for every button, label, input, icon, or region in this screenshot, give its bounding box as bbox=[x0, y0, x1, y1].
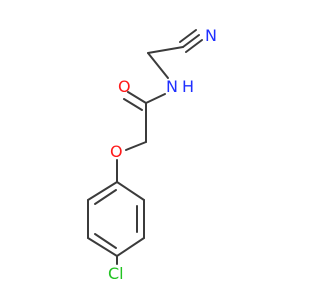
molecule-diagram: N O N H O Cl bbox=[87, 26, 217, 283]
structure-canvas: N O N H O Cl bbox=[87, 26, 217, 283]
ether-oxygen-label: O bbox=[110, 142, 123, 161]
chlorine-label: Cl bbox=[108, 264, 124, 283]
bond-n-carbonyl bbox=[145, 93, 166, 104]
nitrile-bond-2 bbox=[182, 34, 200, 48]
bond-ch2-ether-o bbox=[125, 141, 147, 151]
ring-bond-1 bbox=[116, 181, 145, 201]
bond-ch2-n bbox=[147, 52, 169, 79]
bond-carbonyl-o-1 bbox=[127, 91, 147, 104]
amide-nitrogen-label: N bbox=[166, 77, 178, 96]
bond-carbonyl-o-2 bbox=[123, 98, 143, 111]
ring-inner-bond-2 bbox=[94, 233, 117, 249]
ring-bond-6 bbox=[87, 181, 118, 201]
ring-inner-bond-3 bbox=[94, 189, 117, 205]
nitrile-nitrogen-label: N bbox=[205, 26, 217, 45]
ring-bond-3 bbox=[116, 237, 145, 257]
nitrile-bond-3 bbox=[179, 29, 197, 43]
carbonyl-oxygen-label: O bbox=[118, 77, 131, 96]
nitrile-bond-1 bbox=[185, 39, 203, 53]
amide-hydrogen-label: H bbox=[182, 77, 194, 96]
bond-ch2-cn bbox=[147, 46, 184, 54]
ring-bond-4 bbox=[87, 237, 118, 257]
